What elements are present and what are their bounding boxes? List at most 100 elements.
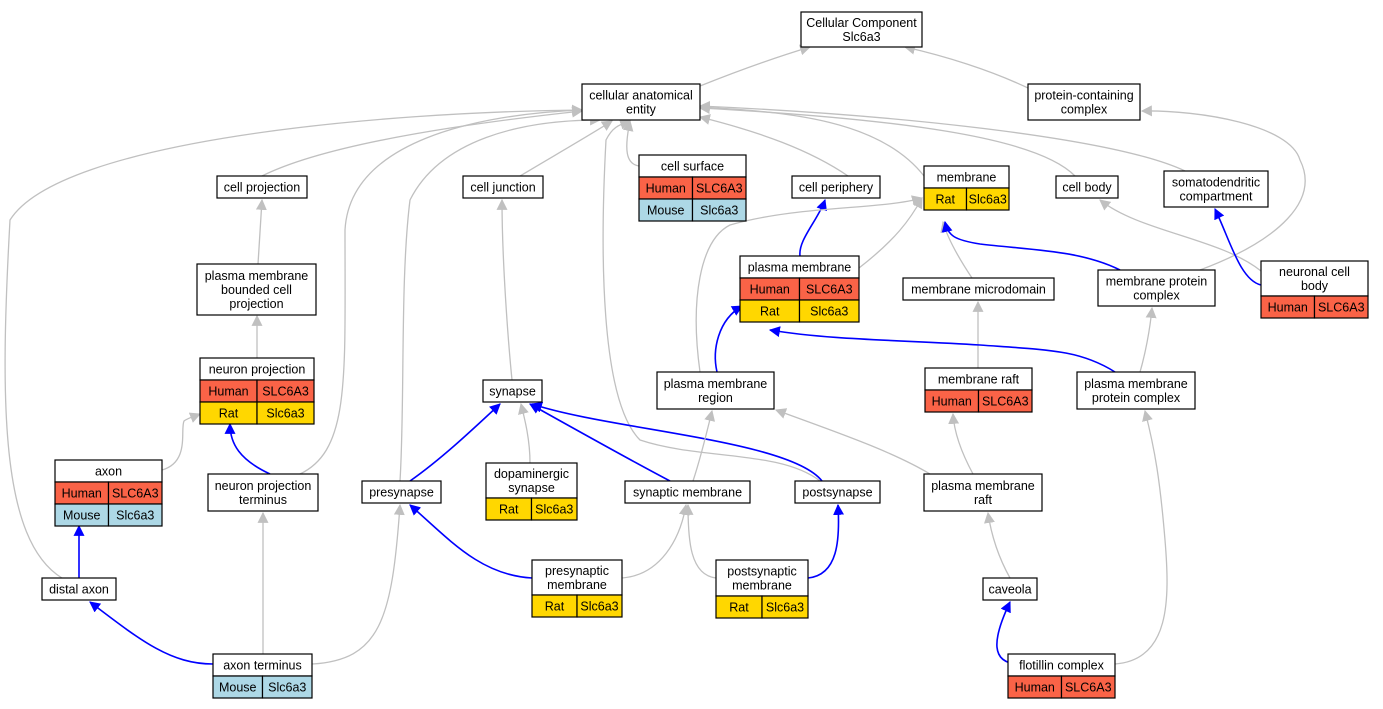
edge-cell-periphery-to-cae [698, 114, 849, 177]
node-title-box [1260, 260, 1369, 297]
edge-membrane-to-cae [698, 102, 925, 177]
node-title-box [1076, 371, 1196, 410]
gene-cell [1060, 675, 1116, 699]
node-title-line: compartment [1180, 190, 1253, 204]
edge-presynaptic-membrane-to-synaptic-membrane [621, 503, 690, 579]
node-title-line: terminus [239, 493, 287, 507]
node-title-line: postsynaptic [727, 565, 796, 579]
node-title-box [41, 577, 117, 601]
node-cell-body[interactable]: cell body [1055, 175, 1119, 199]
species-label: Rat [760, 305, 780, 319]
node-synapse[interactable]: synapse [482, 379, 543, 403]
node-title-line: plasma membrane [664, 377, 768, 391]
gene-cell [977, 389, 1033, 413]
node-title-box [791, 175, 881, 199]
gene-label: Slc6a3 [266, 407, 304, 421]
edge-postsynapse-to-cae [602, 118, 821, 482]
species-label: Rat [936, 193, 956, 207]
gene-cell [261, 675, 313, 699]
node-title-box [982, 577, 1038, 601]
edge-pmbcp-to-cell-projection [255, 198, 267, 265]
node-title-line: cell projection [224, 181, 300, 195]
node-title-line: synapse [489, 385, 536, 399]
edges-layer [4, 43, 1306, 665]
node-title-box [1027, 83, 1141, 121]
node-title-line: membrane [547, 578, 607, 592]
gene-label: Slc6a3 [268, 681, 306, 695]
node-title-line: postsynapse [802, 486, 872, 500]
edge-somatodendritic-to-cae [698, 100, 1186, 172]
node-postsynapse[interactable]: postsynapse [794, 480, 881, 504]
node-caveola[interactable]: caveola [982, 577, 1038, 601]
edge-pcc-to-cc-root [903, 43, 1029, 89]
species-label: Human [646, 182, 686, 196]
gene-label: SLC6A3 [806, 283, 853, 297]
edge-postsynaptic-membrane-to-synaptic-membrane [682, 503, 717, 579]
edge-flotillin-complex-to-pm-protein-complex [1114, 409, 1168, 665]
edge-cae-to-cc-root [699, 44, 812, 87]
edge-presynapse-to-cae [399, 114, 602, 482]
species-label: Mouse [647, 204, 685, 218]
node-presynapse[interactable]: presynapse [361, 480, 442, 504]
node-title-line: region [698, 391, 733, 405]
node-title-box [216, 175, 308, 199]
node-title-line: synapse [508, 481, 555, 495]
node-title-line: cell surface [661, 160, 724, 174]
edge-plasma-membrane-to-membrane [858, 197, 923, 269]
edge-axon-to-neuron-projection [161, 412, 202, 471]
node-title-box [1097, 269, 1216, 307]
node-cell-junction[interactable]: cell junction [462, 175, 544, 199]
node-title-line: plasma membrane [748, 261, 852, 275]
node-title-box [923, 473, 1043, 512]
node-title-box [902, 277, 1055, 301]
edge-caveola-to-pm-raft [984, 511, 1011, 579]
gene-label: Slc6a3 [810, 305, 848, 319]
edge-postsynaptic-membrane-to-postsynapse [807, 503, 845, 579]
gene-cell [798, 299, 860, 323]
node-membrane-microdomain[interactable]: membrane microdomain [902, 277, 1055, 301]
gene-label: Slc6a3 [766, 601, 804, 615]
node-title-line: neuron projection [215, 479, 312, 493]
node-title-line: synaptic membrane [633, 486, 742, 500]
node-title-box [485, 462, 578, 499]
node-title-line: membrane microdomain [911, 283, 1046, 297]
gene-label: SLC6A3 [1065, 681, 1112, 695]
node-title-box [196, 263, 317, 316]
node-title-line: membrane raft [938, 373, 1020, 387]
node-cell-periphery[interactable]: cell periphery [791, 175, 881, 199]
species-label: Mouse [219, 681, 257, 695]
node-synaptic-membrane[interactable]: synaptic membrane [624, 480, 751, 504]
node-title-line: entity [626, 103, 657, 117]
edge-postsynapse-to-synapse [530, 401, 823, 482]
node-cell-projection[interactable]: cell projection [216, 175, 308, 199]
species-label: Human [750, 283, 790, 297]
gene-label: Slc6a3 [116, 509, 154, 523]
node-title-line: cellular anatomical [589, 89, 693, 103]
edge-pm-protein-complex-to-membrane-protein-complex [1139, 306, 1157, 373]
node-distal-axon[interactable]: distal axon [41, 577, 117, 601]
node-title-line: plasma membrane [1084, 377, 1188, 391]
edge-pm-protein-complex-to-plasma-membrane [768, 326, 1116, 373]
